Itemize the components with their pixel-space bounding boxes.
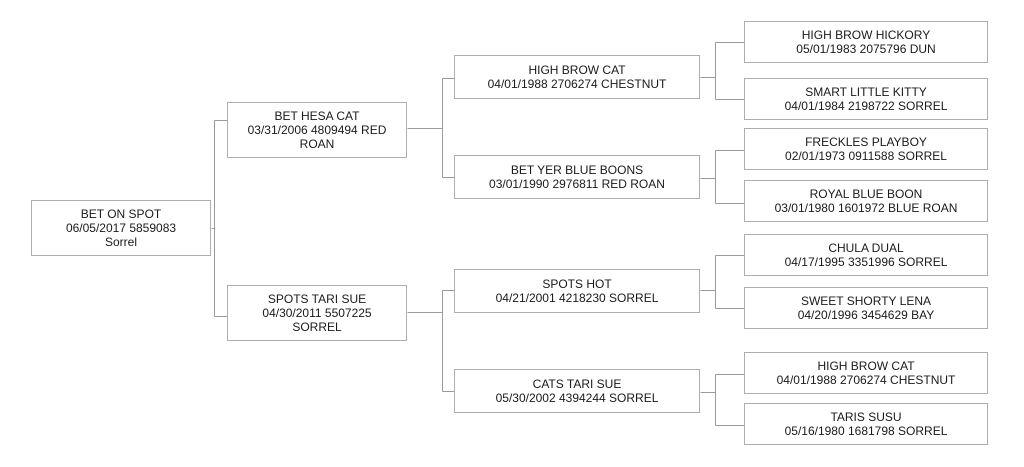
great-grandparent-5[interactable]: CHULA DUAL 04/17/1995 3351996 SORREL [744,234,988,276]
great-grandparent-4-details: 03/01/1980 1601972 BLUE ROAN [774,201,958,215]
great-grandparent-1-name: HIGH BROW HICKORY [801,28,931,42]
dam[interactable]: SPOTS TARI SUE 04/30/2011 5507225 SORREL [227,285,407,341]
dam-dam-name: CATS TARI SUE [532,377,622,391]
dam-dam[interactable]: CATS TARI SUE 05/30/2002 4394244 SORREL [454,369,700,413]
sire-dam[interactable]: BET YER BLUE BOONS 03/01/1990 2976811 RE… [454,155,700,199]
dam-sire-name: SPOTS HOT [542,277,612,291]
great-grandparent-3-name: FRECKLES PLAYBOY [805,135,927,149]
subject-details: 06/05/2017 5859083 [65,221,177,235]
sire-sire[interactable]: HIGH BROW CAT 04/01/1988 2706274 CHESTNU… [454,55,700,99]
great-grandparent-7-details: 04/01/1988 2706274 CHESTNUT [776,373,956,387]
dam-details: 04/30/2011 5507225 [262,306,372,320]
dam-sire-details: 04/21/2001 4218230 SORREL [495,291,659,305]
sire-sire-details: 04/01/1988 2706274 CHESTNUT [487,77,667,91]
great-grandparent-6-details: 04/20/1996 3454629 BAY [797,308,935,322]
sire-dam-name: BET YER BLUE BOONS [510,163,644,177]
dam-sire[interactable]: SPOTS HOT 04/21/2001 4218230 SORREL [454,269,700,313]
dam-dam-details: 05/30/2002 4394244 SORREL [495,391,659,405]
great-grandparent-5-details: 04/17/1995 3351996 SORREL [784,255,948,269]
sire-extra: ROAN [299,137,335,151]
subject-extra: Sorrel [104,235,137,249]
great-grandparent-1[interactable]: HIGH BROW HICKORY 05/01/1983 2075796 DUN [744,21,988,63]
subject-name: BET ON SPOT [80,207,162,221]
great-grandparent-2-details: 04/01/1984 2198722 SORREL [784,99,948,113]
great-grandparent-8[interactable]: TARIS SUSU 05/16/1980 1681798 SORREL [744,403,988,445]
great-grandparent-5-name: CHULA DUAL [828,241,904,255]
great-grandparent-3-details: 02/01/1973 0911588 SORREL [785,149,947,163]
great-grandparent-6-name: SWEET SHORTY LENA [800,294,932,308]
great-grandparent-7[interactable]: HIGH BROW CAT 04/01/1988 2706274 CHESTNU… [744,352,988,394]
great-grandparent-1-details: 05/01/1983 2075796 DUN [796,42,936,56]
sire-details: 03/31/2006 4809494 RED [247,123,387,137]
sire-name: BET HESA CAT [274,109,360,123]
great-grandparent-2[interactable]: SMART LITTLE KITTY 04/01/1984 2198722 SO… [744,78,988,120]
subject-horse[interactable]: BET ON SPOT 06/05/2017 5859083 Sorrel [31,200,211,256]
sire[interactable]: BET HESA CAT 03/31/2006 4809494 RED ROAN [227,102,407,158]
great-grandparent-7-name: HIGH BROW CAT [817,359,915,373]
great-grandparent-8-name: TARIS SUSU [830,410,902,424]
great-grandparent-3[interactable]: FRECKLES PLAYBOY 02/01/1973 0911588 SORR… [744,128,988,170]
sire-dam-details: 03/01/1990 2976811 RED ROAN [489,177,665,191]
dam-extra: SORREL [292,320,342,334]
sire-sire-name: HIGH BROW CAT [528,63,626,77]
great-grandparent-2-name: SMART LITTLE KITTY [805,85,927,99]
great-grandparent-6[interactable]: SWEET SHORTY LENA 04/20/1996 3454629 BAY [744,287,988,329]
great-grandparent-4[interactable]: ROYAL BLUE BOON 03/01/1980 1601972 BLUE … [744,180,988,222]
great-grandparent-4-name: ROYAL BLUE BOON [809,187,923,201]
dam-name: SPOTS TARI SUE [267,292,367,306]
great-grandparent-8-details: 05/16/1980 1681798 SORREL [784,424,948,438]
